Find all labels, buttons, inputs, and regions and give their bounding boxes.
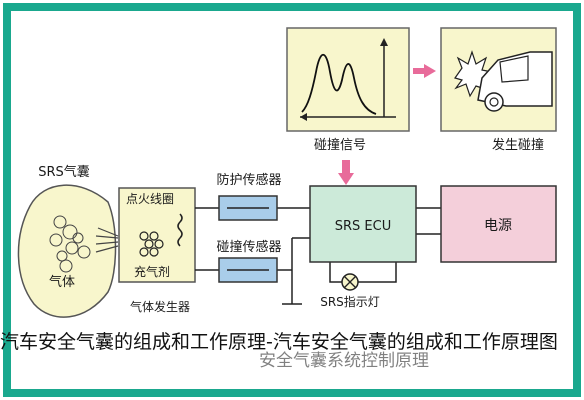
collision-occurs-label: 发生碰撞 [492,137,544,153]
system-title: 安全气囊系统控制原理 [259,351,429,371]
protection-sensor-label: 防护传感器 [216,172,281,188]
gas-generator-label: 气体发生器 [130,299,190,314]
power-label: 电源 [484,218,512,234]
srs-indicator-lamp-icon [341,273,359,291]
protection-sensor [218,195,278,221]
car-icon [477,51,553,107]
ignition-coil-icon [177,213,183,247]
collision-sensor-label: 碰撞传感器 [216,239,281,255]
srs-ecu-box [309,185,417,263]
power-box [440,185,557,263]
collision-waveform [301,53,377,115]
srs-airbag [17,184,119,318]
wiring [195,207,441,305]
collision-sensor [218,257,278,283]
inflator-label: 充气剂 [134,264,170,279]
srs-airbag-label: SRS气囊 [38,164,90,180]
arrow-down [338,160,354,185]
crash-panel [440,27,557,132]
ignition-coil-label: 点火线圈 [126,192,174,206]
arrow-left [413,64,436,78]
caption-text: 汽车安全气囊的组成和工作原理-汽车安全气囊的组成和工作原理图 [0,331,558,353]
gas-generator [118,187,196,283]
collision-signal-label: 碰撞信号 [314,138,366,153]
inflator-icon [139,231,164,257]
collision-waveform-panel [286,27,410,132]
srs-indicator-label: SRS指示灯 [320,294,380,309]
srs-ecu-label: SRS ECU [335,219,391,234]
diagram-frame [3,3,581,397]
gas-label: 气体 [49,274,75,290]
